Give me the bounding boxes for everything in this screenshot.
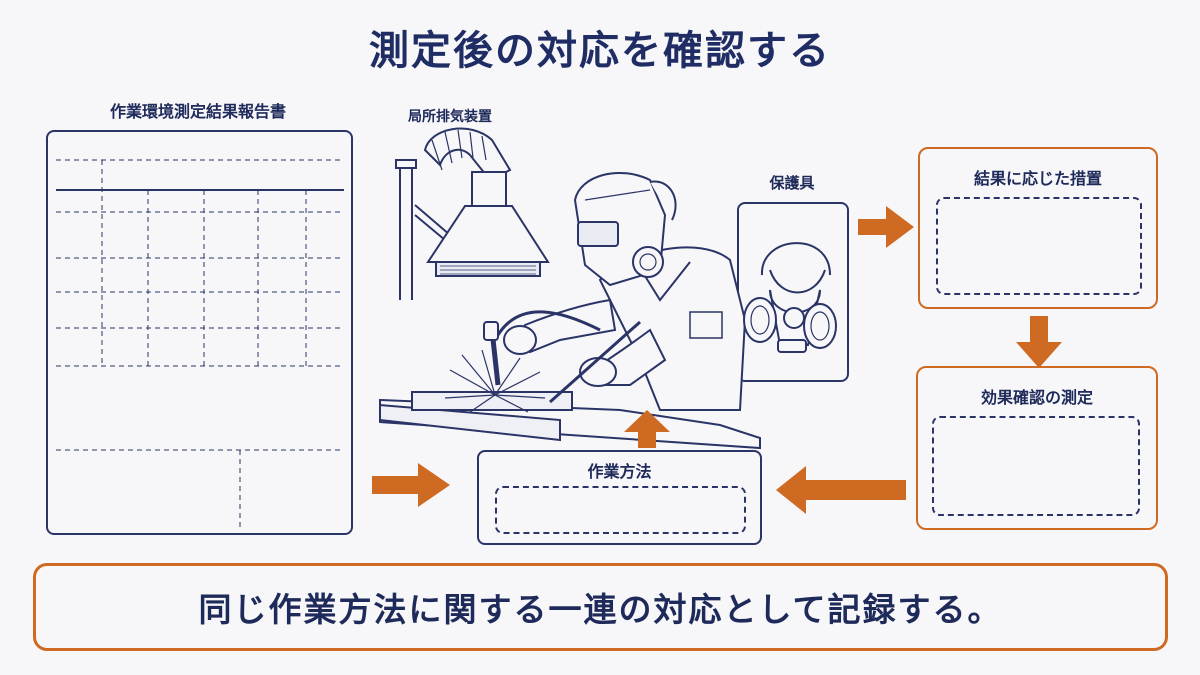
exhaust-label: 局所排気装置	[408, 109, 492, 125]
result-action-label: 結果に応じた措置	[973, 169, 1102, 188]
effect-check-field	[932, 416, 1140, 516]
work-method-field	[495, 486, 746, 534]
local-exhaust-hood-icon	[395, 127, 550, 300]
result-action-box: 結果に応じた措置	[918, 147, 1158, 309]
welding-sparks	[444, 349, 546, 413]
arrow-up-icon	[624, 410, 670, 448]
flow-arrows	[372, 206, 1062, 514]
work-method-label: 作業方法	[587, 462, 652, 481]
effect-check-box: 効果確認の測定	[916, 366, 1158, 530]
page-title: 測定後の対応を確認する	[369, 28, 831, 74]
arrow-left-icon	[776, 466, 906, 514]
report-label: 作業環境測定結果報告書	[109, 102, 286, 121]
arrow-right-icon	[858, 206, 914, 248]
report-form-grid	[56, 159, 344, 530]
arrow-right-icon	[372, 463, 450, 507]
summary-banner: 同じ作業方法に関する一連の対応として記録する。	[33, 563, 1168, 651]
ppe-label: 保護具	[769, 174, 815, 192]
effect-check-label: 効果確認の測定	[980, 388, 1093, 407]
report-form	[46, 130, 353, 535]
respirator-mask-icon	[743, 242, 837, 353]
welding-table	[379, 391, 761, 450]
arrow-down-icon	[1016, 316, 1062, 368]
work-method-box: 作業方法	[477, 450, 762, 545]
result-action-field	[936, 197, 1142, 295]
welder-illustration	[483, 172, 747, 411]
